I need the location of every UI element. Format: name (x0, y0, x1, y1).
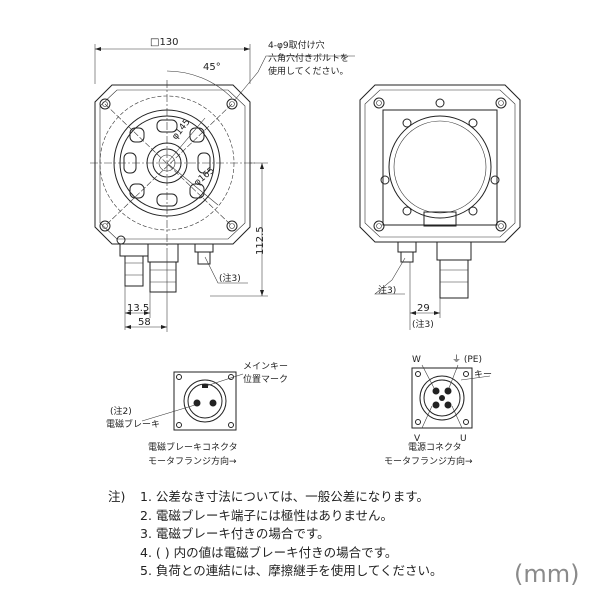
note3-label-left: (注3) (219, 272, 241, 284)
left-flange-outline (94, 84, 251, 245)
note-item-4: 4. ( ) 内の値は電磁ブレーキ付きの場合です。 (140, 544, 398, 560)
brake-conn-dir: モータフランジ方向→ (148, 455, 237, 467)
note3-label-bottom: (注3) (412, 318, 434, 330)
pcd165-label: φ165 (193, 166, 217, 189)
dim-29-label: 29 (417, 303, 430, 314)
pin-u-label: U (460, 434, 467, 444)
dim-13-5-label: 13.5 (127, 303, 149, 314)
right-flange-outline (359, 84, 521, 243)
note3-leader-left (204, 256, 248, 284)
dim-height-label: 112.5 (255, 226, 266, 255)
brake-text-2: 電磁ブレーキ (106, 418, 160, 430)
note3-leader-right (374, 257, 406, 295)
mount-hole-text-1: 4-φ9取付け穴 (268, 39, 325, 51)
dim-29: 29 (注3) (409, 262, 441, 330)
key-mark-text-2: 位置マーク (243, 373, 288, 385)
dim-58-label: 58 (138, 317, 151, 328)
pin-key-label: キー (474, 370, 492, 380)
left-connector-power (119, 243, 179, 293)
notes-header: 注) (108, 489, 126, 504)
brake-leader (141, 404, 196, 422)
note3-label-right: 注3) (378, 284, 396, 296)
note-item-1: 1. 公差なき寸法については、一般公差になります。 (140, 489, 430, 504)
brake-conn-title: 電磁ブレーキコネクタ (148, 441, 238, 453)
key-mark-leader (205, 373, 244, 387)
note-item-3: 3. 電磁ブレーキ付きの場合です。 (140, 526, 330, 542)
angle-arc (166, 70, 233, 99)
pcd145-label: φ145 (170, 117, 192, 141)
pin-pe-label: ⏚ (PE) (452, 354, 482, 365)
mount-hole-leader (233, 55, 355, 102)
brake-text-1: (注2) (110, 405, 132, 417)
mount-hole-text-2: 六角穴付きボルトを (268, 52, 349, 64)
power-connector (411, 367, 473, 429)
note-item-5: 5. 負荷との連結には、摩擦継手を使用してください。 (140, 563, 443, 579)
notes-block: 注) 1. 公差なき寸法については、一般公差になります。 2. 電磁ブレーキ端子… (108, 488, 443, 581)
angle-label: 45° (203, 62, 221, 73)
rear-bolts (373, 97, 507, 232)
power-conn-dir: モータフランジ方向→ (384, 455, 473, 467)
pin-v-label: V (414, 434, 421, 444)
dim-square-label: □130 (150, 37, 179, 48)
dim-bottom-left: 13.5 58 (124, 250, 168, 332)
pin-w-label: W (412, 355, 421, 365)
note-item-2: 2. 電磁ブレーキ端子には極性はありません。 (140, 507, 394, 523)
left-connector-brake (194, 243, 214, 265)
right-rear-view (359, 84, 521, 299)
brake-connector (173, 371, 237, 431)
key-mark-text-1: メインキー (243, 362, 288, 372)
dim-height: 112.5 (210, 162, 268, 297)
unit-label: (mm) (514, 560, 580, 588)
power-conn-title: 電源コネクタ (408, 442, 462, 453)
mount-hole-text-3: 使用してください。 (268, 65, 348, 77)
dim-square: □130 (94, 37, 251, 84)
left-front-view (90, 80, 255, 293)
